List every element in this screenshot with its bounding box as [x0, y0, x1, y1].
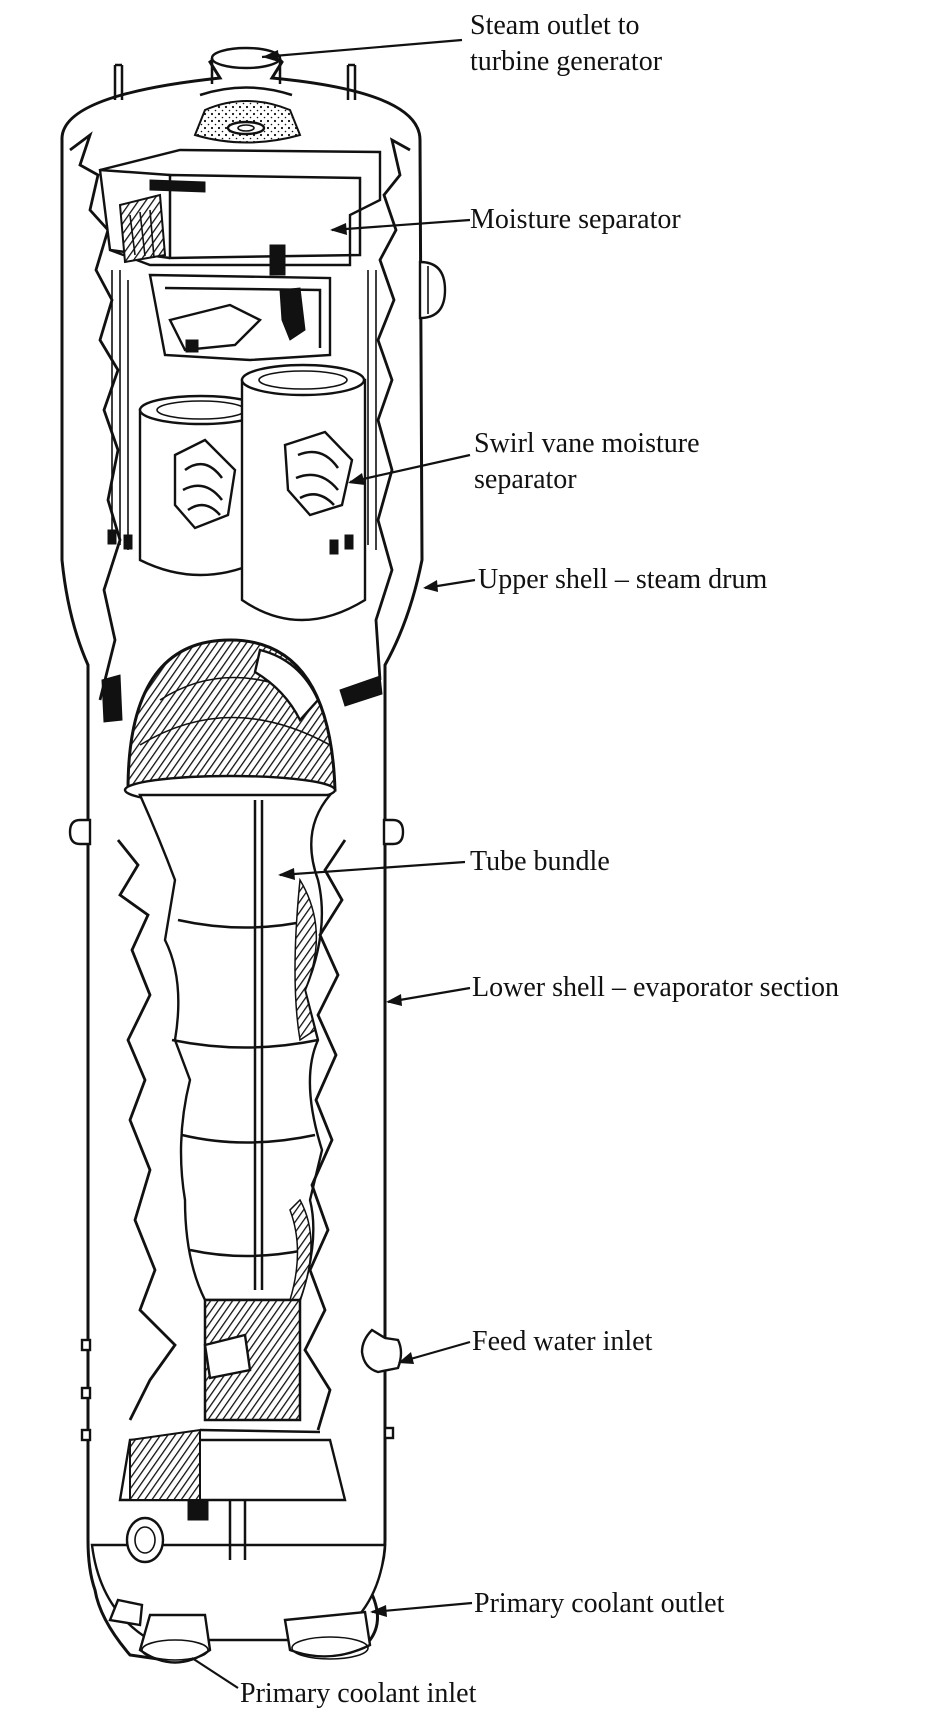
upper-cutaway-edge-right — [374, 137, 411, 681]
separator-support-rods — [107, 270, 377, 555]
primary-coolant-outlet-nozzle — [283, 1610, 372, 1660]
label-moisture-separator: Moisture separator — [470, 204, 681, 235]
label-primary-coolant-inlet: Primary coolant inlet — [240, 1678, 477, 1709]
lower-cutaway-edge-right — [303, 839, 347, 1431]
label-swirl-vane-line1: Swirl vane moisture — [474, 428, 700, 459]
lower-shell-pegs — [80, 1338, 395, 1442]
swirl-vane-separator-right — [240, 363, 367, 622]
steam-outlet-nozzle — [193, 46, 302, 144]
moisture-separator-unit — [98, 148, 382, 276]
upper-cutaway-edge-left — [69, 131, 122, 701]
primary-coolant-inlet-nozzle — [108, 1598, 212, 1664]
label-primary-coolant-outlet: Primary coolant outlet — [474, 1588, 725, 1619]
leader-lines — [191, 38, 476, 1689]
callout-labels: Steam outlet to turbine generator Moistu… — [240, 10, 839, 1709]
label-feed-water-inlet: Feed water inlet — [472, 1326, 653, 1357]
label-swirl-vane-line2: separator — [474, 464, 577, 495]
label-tube-bundle: Tube bundle — [470, 846, 610, 877]
transition-lugs — [68, 674, 405, 846]
feed-water-nozzle — [360, 1328, 403, 1374]
label-lower-shell: Lower shell – evaporator section — [472, 972, 839, 1003]
upper-shell-nozzle — [418, 260, 447, 320]
tube-bundle-dome — [123, 638, 337, 806]
separator-deck — [148, 273, 332, 362]
lower-cutaway-edge-left — [116, 839, 177, 1421]
label-steam-outlet-line2: turbine generator — [470, 46, 663, 77]
steam-generator-vessel — [60, 46, 447, 1664]
top-lifting-lugs — [113, 63, 357, 100]
label-upper-shell: Upper shell – steam drum — [478, 564, 767, 595]
label-steam-outlet-line1: Steam outlet to — [470, 10, 640, 41]
tube-sheet-and-supports — [118, 1298, 347, 1521]
